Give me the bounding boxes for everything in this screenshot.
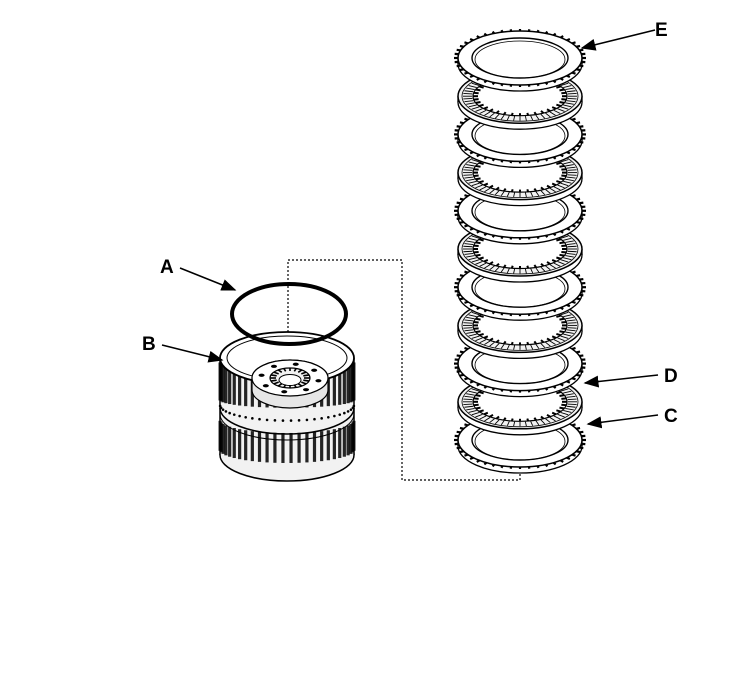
label-d: D <box>664 366 678 387</box>
snap-ring <box>230 282 348 346</box>
assembly-bracket <box>287 259 521 481</box>
steel-plate <box>454 28 586 92</box>
label-a: A <box>160 257 174 278</box>
hub-inner-teeth <box>258 362 322 394</box>
label-e: E <box>655 20 668 41</box>
label-c: C <box>664 406 678 427</box>
callout-arrows <box>161 29 659 429</box>
clutch-hub <box>218 331 356 482</box>
label-b: B <box>142 334 156 355</box>
clutch-plate-stack <box>454 28 586 474</box>
